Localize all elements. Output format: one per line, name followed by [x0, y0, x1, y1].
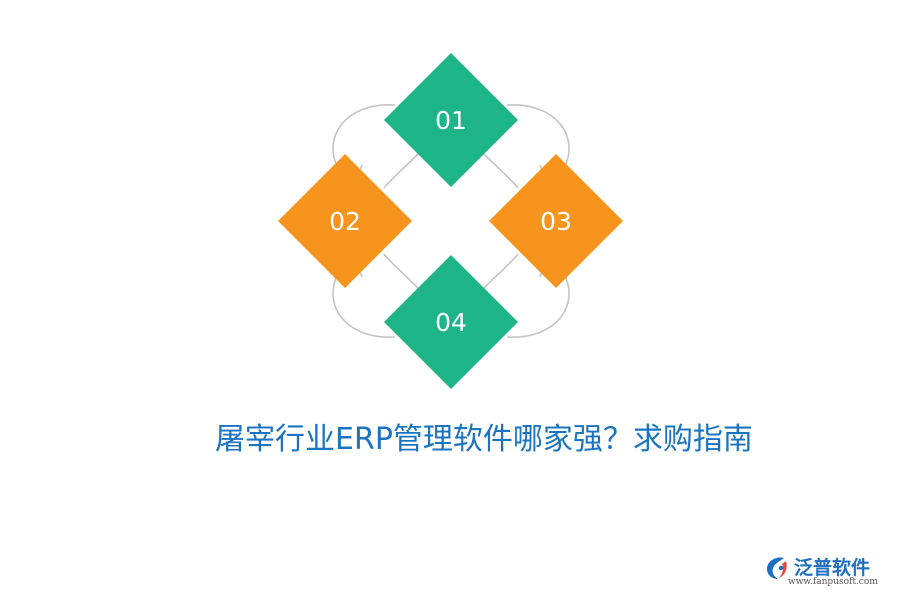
brand-logo: 泛普软件 www.fanpusoft.com — [760, 551, 892, 591]
connector-line-upper-left — [383, 153, 419, 189]
connector-line-lower-left — [383, 253, 419, 289]
node-04-label: 04 — [435, 308, 467, 337]
node-02: 02 — [278, 154, 412, 288]
connector-line-lower-right — [483, 253, 519, 289]
node-04: 04 — [384, 255, 518, 389]
node-03-label: 03 — [540, 207, 572, 236]
brand-url: www.fanpusoft.com — [788, 577, 878, 587]
connector-line-upper-right — [483, 153, 519, 189]
node-03-diamond — [489, 154, 623, 288]
node-03: 03 — [489, 154, 623, 288]
node-01: 01 — [384, 53, 518, 187]
node-02-label: 02 — [329, 207, 361, 236]
node-01-diamond — [384, 53, 518, 187]
fanpu-logo-icon — [767, 557, 787, 579]
node-diagram: 01 02 03 04 — [278, 53, 623, 389]
node-01-label: 01 — [435, 106, 467, 135]
page-title: 屠宰行业ERP管理软件哪家强？求购指南 — [215, 422, 753, 457]
node-04-diamond — [384, 255, 518, 389]
brand-name: 泛普软件 — [794, 557, 871, 579]
node-02-diamond — [278, 154, 412, 288]
